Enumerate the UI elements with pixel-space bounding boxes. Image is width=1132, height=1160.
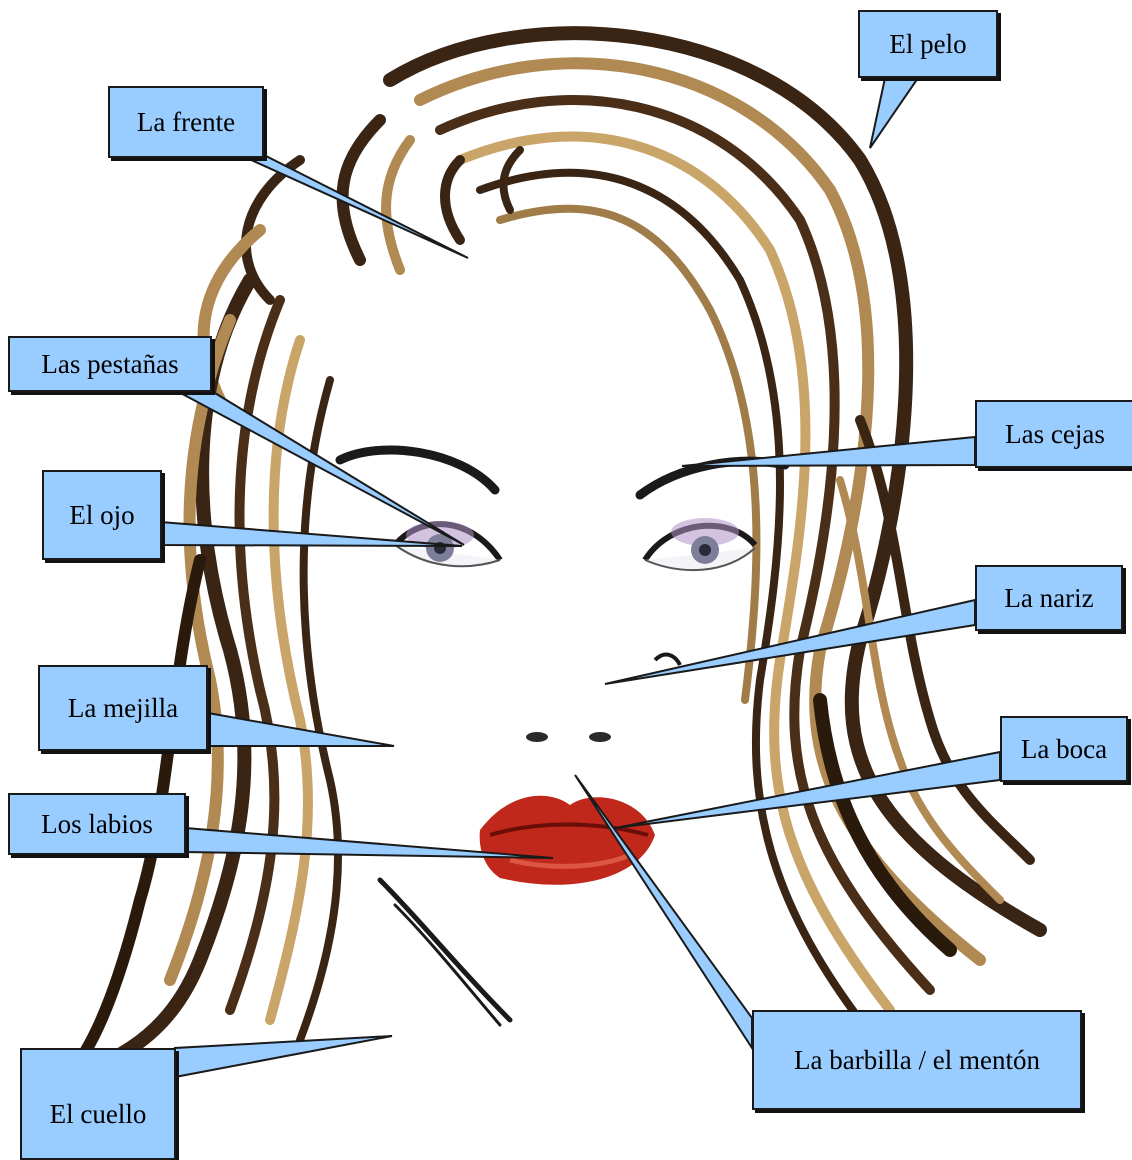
label-cejas: Las cejas xyxy=(975,400,1132,468)
hair-left xyxy=(80,120,520,1060)
label-nariz: La nariz xyxy=(975,565,1123,631)
eyebrows xyxy=(340,450,785,495)
label-pelo: El pelo xyxy=(858,10,998,78)
label-cuello: El cuello xyxy=(20,1048,176,1160)
right-eye xyxy=(645,518,755,570)
label-boca: La boca xyxy=(1000,716,1128,782)
jawline xyxy=(380,880,510,1025)
label-ojo: El ojo xyxy=(42,470,162,560)
label-barbilla: La barbilla / el mentón xyxy=(752,1010,1082,1110)
label-frente: La frente xyxy=(108,86,264,158)
label-mejilla: La mejilla xyxy=(38,665,208,751)
lips xyxy=(480,796,655,885)
label-labios: Los labios xyxy=(8,793,186,855)
nose xyxy=(526,655,680,742)
label-pestanas: Las pestañas xyxy=(8,336,212,392)
